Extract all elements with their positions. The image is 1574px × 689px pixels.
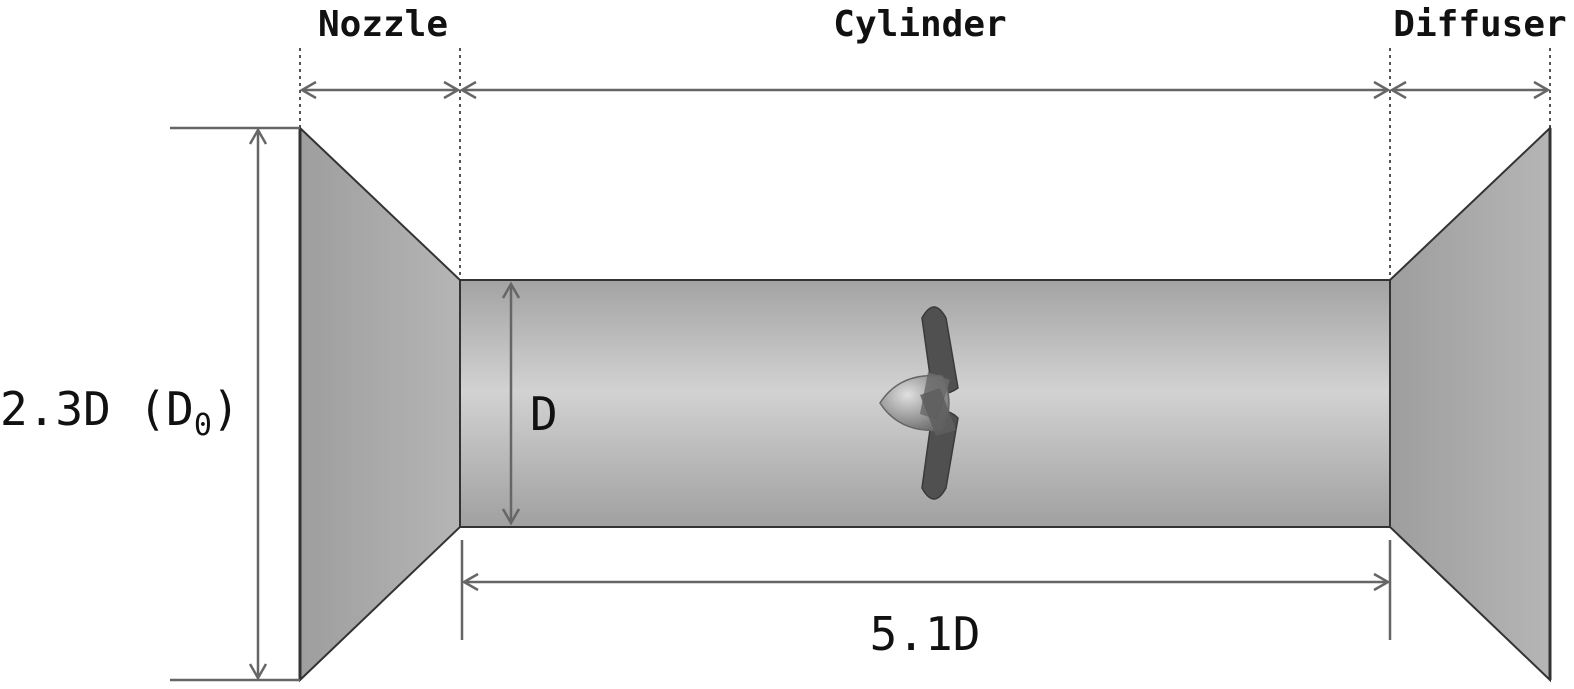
nozzle-body [299, 125, 461, 683]
nozzle-span-arrow [299, 80, 461, 100]
inlet-diameter-dimension [170, 126, 300, 682]
cylinder-length-dimension [460, 540, 1392, 640]
cylinder-label: Cylinder [833, 4, 1006, 45]
diffuser-span-arrow [1389, 80, 1551, 100]
cylinder-span-arrow [459, 80, 1391, 100]
diffuser-label: Diffuser [1393, 4, 1566, 45]
inlet-diameter-label: 2.3D (D0) [0, 382, 240, 443]
diffuser-body [1389, 125, 1551, 683]
cylinder-diameter-label: D [530, 387, 558, 441]
nozzle-label: Nozzle [318, 4, 448, 45]
propeller-icon [879, 306, 959, 500]
cylinder-diameter-dimension [501, 281, 521, 526]
cylinder-length-label: 5.1D [870, 607, 981, 661]
